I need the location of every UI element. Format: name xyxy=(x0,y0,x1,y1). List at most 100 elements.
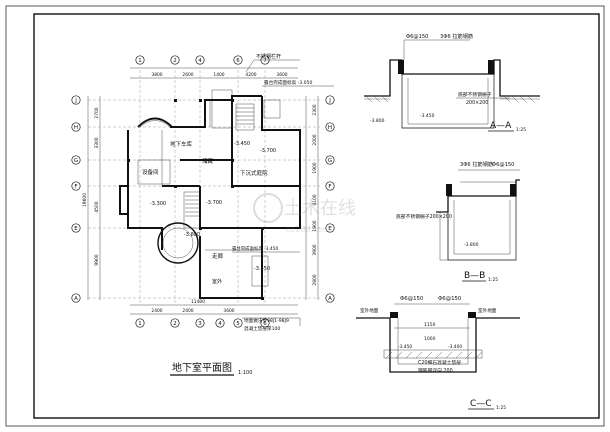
room-label-equipment: 设备间 xyxy=(142,168,159,176)
level-mark: -3.400 xyxy=(448,344,462,350)
grid-axis-top-label: 4 xyxy=(198,58,202,64)
note-concrete-base: 混凝土垫层厚100 xyxy=(244,325,280,332)
grid-axis-bottom-bubble xyxy=(215,318,225,328)
dimension-text: 4100 xyxy=(312,194,318,205)
grid-axis-top-bubble xyxy=(233,55,243,65)
grid-axis-left-label: A xyxy=(74,296,78,302)
dimension-text: 2700 xyxy=(94,107,100,118)
dimension: 1150 xyxy=(424,322,436,328)
label-outdoor-ground: 室外地面 xyxy=(360,307,379,314)
dimension-text: 9900 xyxy=(94,254,100,265)
grid-axis-top-bubble xyxy=(170,55,180,65)
grid-axis-right-bubble xyxy=(325,223,335,233)
section-b-b: 3Φ6 拉筋钢筋 Φ6@150 底部不锈钢栅子200×200 -3.800 B—… xyxy=(396,160,520,283)
section-c-scale: 1:25 xyxy=(496,405,506,411)
note-floor-spec: 地面做法参98J1-98J9 xyxy=(244,317,289,324)
dimension-text: 2800 xyxy=(312,274,318,285)
room-label-outdoor: 室外 xyxy=(212,278,222,285)
level-mark: -3.450 xyxy=(398,344,412,350)
plan-scale: 1:100 xyxy=(238,370,252,376)
dimension-text: 1900 xyxy=(312,162,318,173)
section-c-c: Φ6@150 Φ6@150 室外地面 室外地面 1150 1000 C20细石混… xyxy=(356,296,520,411)
grid-axis-left-label: F xyxy=(74,184,77,190)
callout-rebar-spacing: Φ6@150 xyxy=(438,296,462,302)
grid-axis-top-label: 6 xyxy=(236,58,240,64)
dimension-text: 3600 xyxy=(276,72,287,78)
grid-axis-right-bubble xyxy=(325,122,335,132)
note-terrace-level-2: 露台完成面标高 -3.450 xyxy=(232,245,278,252)
grid-axis-bottom-bubble xyxy=(135,318,145,328)
grid-axis-left-bubble xyxy=(71,181,81,191)
level-mark: -3.450 xyxy=(234,141,250,147)
dimension-text: 2300 xyxy=(312,104,318,115)
grid-axis-left-bubble xyxy=(71,223,81,233)
dimension-text: 3900 xyxy=(312,244,318,255)
grid-axis-top-bubble xyxy=(260,55,270,65)
level-mark: -3.700 xyxy=(206,200,222,206)
grid-axis-right-bubble xyxy=(325,155,335,165)
note-railing: 不锈钢栏杆 xyxy=(256,53,281,60)
sheet-inner-border xyxy=(33,13,600,419)
dimension-text: 3300 xyxy=(94,137,100,148)
grid-axis-bottom-label: 3 xyxy=(198,321,202,327)
grid-axis-top-label: 2 xyxy=(173,58,177,64)
callout-grate: 底部不锈钢栅子200×200 xyxy=(396,213,452,220)
grid-axis-right-label: A xyxy=(328,296,332,302)
label-outdoor-ground: 室外地面 xyxy=(478,307,497,314)
level-mark: -3.800 xyxy=(464,242,479,248)
room-label-storage: 储藏 xyxy=(202,157,214,165)
callout-grate-size: 200×200 xyxy=(466,100,488,106)
grid-axis-top-bubble xyxy=(195,55,205,65)
grid-axis-left-bubble xyxy=(71,122,81,132)
grid-axis-left-bubble xyxy=(71,293,81,303)
dimension-text: 2000 xyxy=(312,134,318,145)
section-a-a: Φ6@150 3Φ6 拉筋钢筋 底部不锈钢栅子 200×200 -3.800 -… xyxy=(364,32,540,133)
dimension-text: 3800 xyxy=(151,72,162,78)
grid-axis-bottom-bubble xyxy=(233,318,243,328)
level-mark: -3.800 xyxy=(370,118,385,124)
grid-axis-left-bubble xyxy=(71,155,81,165)
section-a-label: A—A xyxy=(490,121,512,131)
watermark: 土木在线 co188.com xyxy=(253,193,356,234)
dimension-text: 1900 xyxy=(312,220,318,231)
room-label-corridor: 走廊 xyxy=(212,252,224,260)
grid-axis-bottom-label: 5 xyxy=(236,321,240,327)
callout-tie-rebar: 3Φ6 拉筋钢筋 xyxy=(460,160,493,168)
grid-axis-left-label: E xyxy=(74,226,78,232)
grid-axis-left-bubble xyxy=(71,95,81,105)
callout-rebar-spacing: Φ6@150 xyxy=(400,296,424,302)
dimension-text: 4500 xyxy=(94,201,100,212)
grid-axis-bottom-label: 2 xyxy=(173,321,177,327)
grid-axis-right-label: H xyxy=(328,125,332,131)
level-mark: -3.700 xyxy=(260,148,276,154)
callout-rebar-spacing: Φ6@150 xyxy=(406,34,428,40)
grid-axis-right-label: G xyxy=(328,158,332,164)
grid-axis-bottom-bubble xyxy=(170,318,180,328)
dimension-text: 2600 xyxy=(182,72,193,78)
dimension-text: 2400 xyxy=(182,308,193,314)
grid-axis-bottom-label: 4 xyxy=(218,321,222,327)
grid-axis-right-bubble xyxy=(325,95,335,105)
grid-axis-right-bubble xyxy=(325,181,335,191)
sheet-outer-border xyxy=(5,5,605,427)
dimension-text: 11400 xyxy=(191,299,205,305)
watermark-text: 土木在线 xyxy=(284,198,356,219)
callout-tie-rebar: 3Φ6 拉筋钢筋 xyxy=(440,32,473,40)
dimension-text: 2400 xyxy=(151,308,162,314)
grid-axis-right-bubble xyxy=(325,293,335,303)
level-mark: -3.300 xyxy=(150,201,166,207)
grid-axis-left-label: J xyxy=(74,98,77,104)
grid-axis-bottom-bubble xyxy=(260,318,270,328)
grid-axis-bottom-bubble xyxy=(195,318,205,328)
grid-axis-top-label: 1 xyxy=(138,58,142,64)
room-label-courtyard: 下沉式庭院 xyxy=(240,169,268,177)
room-label-garage: 地下车库 xyxy=(170,140,193,148)
grid-axis-left-label: G xyxy=(74,158,78,164)
level-mark: -3.800 xyxy=(184,232,200,238)
section-c-label: C—C xyxy=(470,399,492,409)
dimension-text: 19600 xyxy=(82,193,88,207)
callout-concrete-layer: C20细石混凝土垫层 xyxy=(418,359,461,366)
grid-axis-left-label: H xyxy=(74,125,78,131)
